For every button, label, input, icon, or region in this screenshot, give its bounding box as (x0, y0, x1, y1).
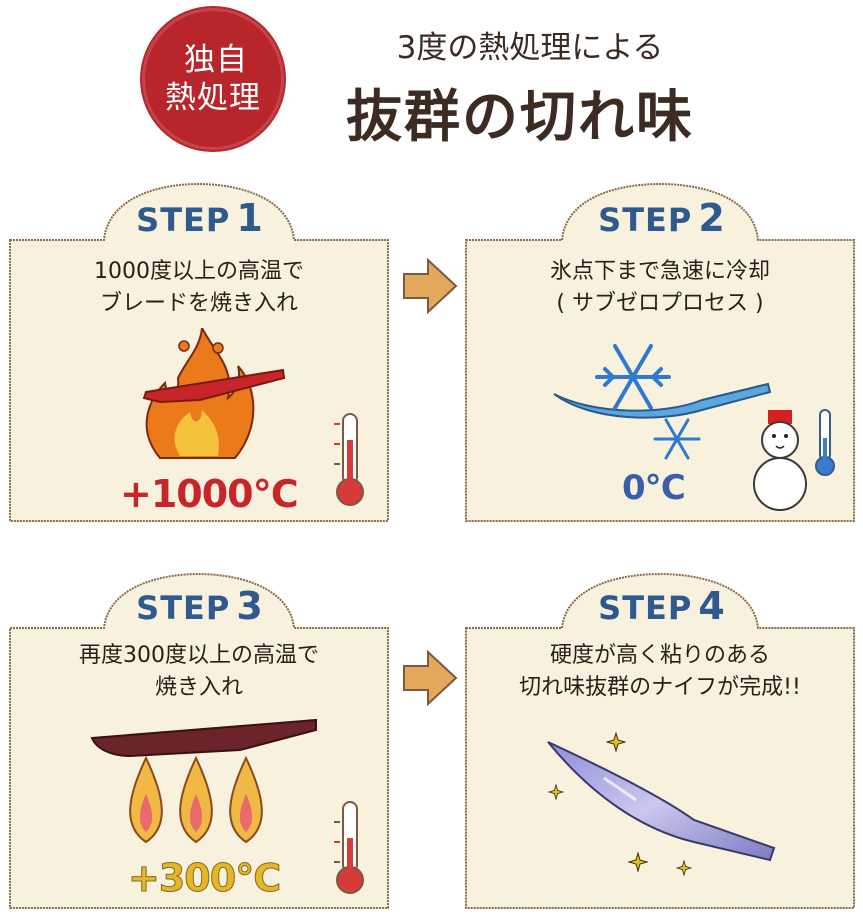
step-4-word: STEP (598, 589, 693, 627)
step-4-line-1: 硬度が高く粘りのある (549, 643, 770, 668)
flame-icon (142, 328, 286, 459)
step-1-line-1: 1000度以上の高温で (94, 259, 304, 284)
step-2-line-1: 氷点下まで急速に冷却 (549, 259, 770, 284)
sparkle-icon (628, 852, 648, 872)
step-3-word: STEP (136, 589, 231, 627)
step-1-number: 1 (236, 196, 264, 240)
thermometer-icon (334, 801, 364, 894)
step-3-number: 3 (236, 584, 264, 628)
step-1-line-2: ブレードを焼き入れ (99, 291, 298, 316)
step-4-number: 4 (698, 584, 726, 628)
step-1-temperature: +1000℃ (120, 472, 299, 516)
knife-icon (553, 382, 772, 419)
sparkle-icon (676, 860, 692, 876)
step-2-description: 氷点下まで急速に冷却 ( サブゼロプロセス ) (464, 256, 856, 320)
sparkle-icon (606, 732, 626, 752)
sparkle-icon (548, 784, 564, 800)
step-4-description: 硬度が高く粘りのある 切れ味抜群のナイフが完成!! (464, 640, 856, 704)
step-3-line-1: 再度300度以上の高温で (79, 643, 319, 668)
seal-line-1: 独自 (184, 42, 248, 78)
step-2-temperature: 0℃ (622, 468, 686, 508)
thermometer-icon (815, 409, 835, 476)
arrow-right-icon (403, 650, 458, 706)
step-2-number: 2 (698, 196, 726, 240)
original-heat-treatment-seal: 独自 熱処理 (142, 8, 284, 150)
step-4-line-2: 切れ味抜群のナイフが完成!! (519, 675, 801, 700)
step-2-line-2: ( サブゼロプロセス ) (556, 291, 764, 316)
page-title: 抜群の切れ味 (346, 85, 694, 150)
snowflake-icon (595, 344, 671, 410)
step-1-description: 1000度以上の高温で ブレードを焼き入れ (8, 256, 390, 320)
seal-line-2: 熱処理 (165, 80, 261, 116)
subtitle: 3度の熱処理による (396, 30, 664, 66)
step-1-word: STEP (136, 201, 231, 239)
step-3-description: 再度300度以上の高温で 焼き入れ (8, 640, 390, 704)
thermometer-icon (334, 413, 364, 506)
step-3-line-2: 焼き入れ (154, 675, 243, 700)
step-3-temperature: +300℃ (127, 856, 281, 901)
knife-icon (90, 718, 317, 758)
snowman-icon (753, 410, 807, 511)
arrow-right-icon (403, 258, 458, 314)
flame-icon (129, 756, 263, 844)
snowflake-icon (653, 418, 701, 460)
knife-icon (547, 741, 776, 862)
step-2-word: STEP (598, 201, 693, 239)
